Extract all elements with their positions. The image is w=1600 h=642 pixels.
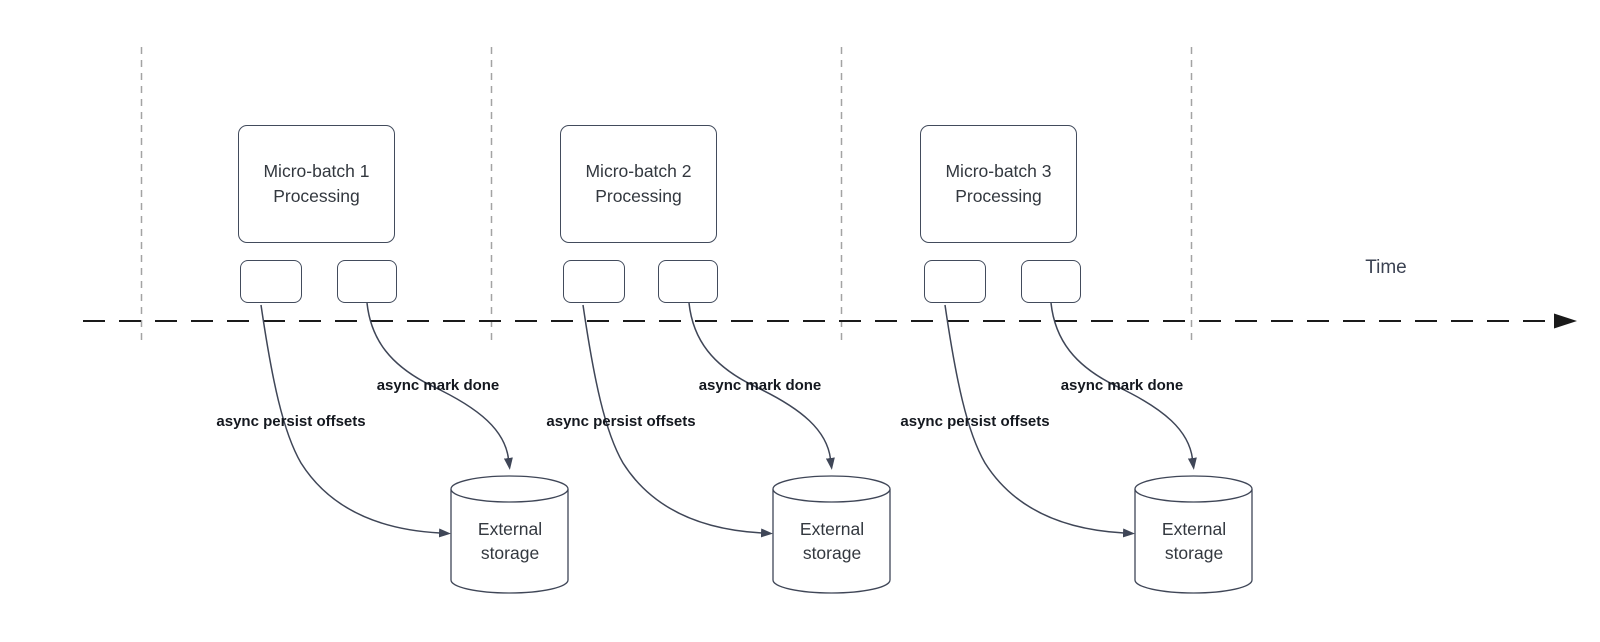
task-box-mark-done-2 [658,260,718,303]
micro-batch-box-1-label: Micro-batch 1 Processing [263,161,370,206]
time-axis-label: Time [1365,257,1407,278]
mark-done-label-2: async mark done [698,377,822,394]
task-box-mark-done-3 [1021,260,1081,303]
external-storage-cylinder-2 [772,475,891,594]
micro-batch-box-3: Micro-batch 3 Processing [920,125,1077,243]
mark-done-arrow-2 [688,302,835,470]
section-2-graphics [582,302,891,594]
mark-done-label-3: async mark done [1060,377,1184,394]
mark-done-label-1: async mark done [376,377,500,394]
persist-offsets-label-3: async persist offsets [900,413,1050,430]
external-storage-cylinder-1 [450,475,569,594]
mark-done-arrow-1 [366,302,513,470]
persist-offsets-label-2: async persist offsets [546,413,696,430]
task-box-persist-1 [240,260,302,303]
persist-offsets-label-1: async persist offsets [216,413,366,430]
section-3-graphics [944,302,1253,594]
time-axis-arrowhead-icon [1554,313,1577,329]
time-axis [83,313,1577,329]
persist-offsets-arrow-2 [582,304,773,538]
micro-batch-box-2: Micro-batch 2 Processing [560,125,717,243]
task-box-persist-3 [924,260,986,303]
micro-batch-box-1: Micro-batch 1 Processing [238,125,395,243]
persist-offsets-arrow-1 [260,304,451,538]
task-box-persist-2 [563,260,625,303]
persist-offsets-arrow-3 [944,304,1135,538]
external-storage-label-1: External storage [477,519,543,563]
micro-batch-box-3-label: Micro-batch 3 Processing [945,161,1052,206]
mark-done-arrow-3 [1050,302,1197,470]
section-1-graphics [260,302,569,594]
micro-batch-box-2-label: Micro-batch 2 Processing [585,161,692,206]
external-storage-label-3: External storage [1161,519,1227,563]
external-storage-label-2: External storage [799,519,865,563]
task-box-mark-done-1 [337,260,397,303]
external-storage-cylinder-3 [1134,475,1253,594]
